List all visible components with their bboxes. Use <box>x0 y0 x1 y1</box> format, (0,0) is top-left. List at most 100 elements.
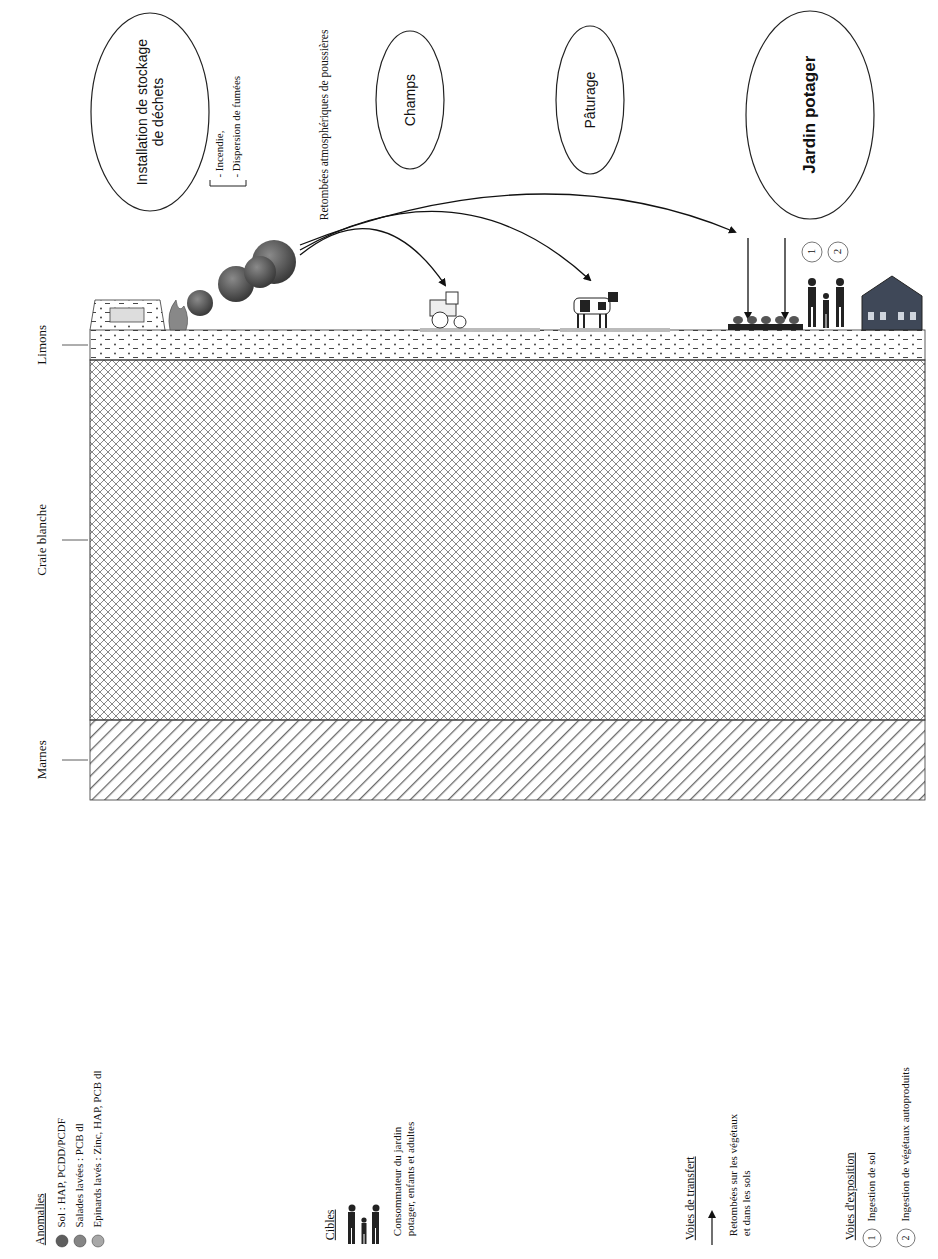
people <box>836 287 844 307</box>
layer-name: Marnes <box>34 725 50 795</box>
fallout-arrows <box>784 238 785 318</box>
fallout-arrows <box>300 194 785 318</box>
legend-heading: Voies d'exposition <box>843 1110 857 1240</box>
vegetables <box>761 316 771 324</box>
callout-number: 2 <box>900 1229 912 1247</box>
target-icon <box>365 1234 367 1244</box>
ground-layers <box>90 330 925 360</box>
bracket <box>210 180 246 186</box>
legend-circles <box>863 1229 881 1247</box>
waste-site <box>110 308 144 322</box>
ground-layers <box>560 328 670 332</box>
legend-swatch <box>56 1235 68 1247</box>
tractor <box>432 312 448 328</box>
vegetables <box>747 316 757 324</box>
legend-text: Sol : HAP, PCDD/PCDF <box>55 1058 68 1228</box>
people <box>813 307 816 327</box>
target-icon <box>372 1212 379 1228</box>
ground-layers <box>90 300 165 330</box>
oval-shape <box>91 13 209 211</box>
legend-swatch <box>92 1235 104 1247</box>
zone-oval: Jardin potager <box>745 10 875 220</box>
cow <box>608 292 618 302</box>
people <box>823 314 826 328</box>
target-icon <box>352 1228 355 1244</box>
vegetables <box>789 316 799 324</box>
oval-shape <box>746 11 874 219</box>
people <box>836 278 844 286</box>
target-icon <box>373 1205 380 1212</box>
legend-text: Ingestion de sol <box>865 1122 878 1222</box>
legend-text: Epinards lavés : Zinc, HAP, PCB dl <box>91 1042 104 1228</box>
people <box>823 300 829 314</box>
target-icon <box>348 1228 351 1244</box>
target-icon <box>372 1228 375 1244</box>
legend-heading: Cibles <box>323 1140 337 1240</box>
zone-title: Champs <box>402 50 418 150</box>
zone-title: Pâturage <box>582 45 598 155</box>
cow <box>574 298 610 314</box>
ground-layers <box>62 540 88 541</box>
transfer-arrow-icon <box>712 1212 713 1245</box>
vegetables <box>733 316 799 324</box>
circled-numbers <box>802 242 848 262</box>
legend-text: Salades lavées : PCB dl <box>73 1058 86 1228</box>
legend-swatch <box>74 1235 86 1247</box>
cow <box>578 314 606 328</box>
waste-site <box>169 300 188 330</box>
oval-shape <box>376 31 444 169</box>
house <box>868 312 916 320</box>
legend-circles <box>897 1229 915 1247</box>
legend-heading: Voies de transfert <box>683 1110 697 1240</box>
people <box>808 278 844 328</box>
people <box>808 278 816 286</box>
target-icon <box>376 1228 379 1244</box>
people <box>823 293 829 299</box>
people <box>808 287 816 307</box>
legend-heading: Anomalies <box>33 1155 47 1245</box>
cow <box>580 300 606 312</box>
tractor <box>454 316 466 328</box>
target-icon <box>361 1217 366 1222</box>
oval-shape <box>556 26 624 174</box>
fallout-arrows <box>300 211 590 280</box>
transfer-arrow-icon <box>711 1212 712 1245</box>
ground-layers <box>90 360 925 720</box>
hazard-item: - Dispersion de fumées <box>230 48 243 178</box>
waste-site <box>244 256 276 288</box>
ground-layers <box>420 328 540 332</box>
callout-number: 1 <box>866 1229 878 1247</box>
legend-text: Consommateur du jardin potager, enfants … <box>391 1108 417 1236</box>
ground-layers <box>728 324 803 330</box>
ground-layers <box>62 345 88 346</box>
target-icon <box>362 1234 364 1244</box>
people <box>836 307 839 327</box>
zone-oval: Installation de stockage de déchets <box>90 12 210 212</box>
zone-title: Installation de stockage de déchets <box>134 32 166 192</box>
people <box>808 307 811 327</box>
bracket <box>210 180 246 186</box>
target-icon <box>362 1223 367 1234</box>
ground-layers <box>62 300 925 800</box>
layer-name: Craie blanche <box>34 485 50 595</box>
tractor <box>430 292 466 328</box>
zone-oval: Pâturage <box>555 25 625 175</box>
legend-circles <box>863 1229 915 1247</box>
legend-text: Ingestion de végétaux autoproduits <box>899 1028 912 1222</box>
target-icon <box>348 1212 355 1228</box>
vegetables <box>733 316 743 324</box>
people <box>827 314 830 328</box>
house <box>862 276 922 330</box>
zone-oval: Champs <box>375 30 445 170</box>
ground-layers <box>62 760 88 761</box>
callout-number: 1 <box>805 242 818 262</box>
ground-layers <box>90 720 925 800</box>
fallout-arrows <box>747 238 748 318</box>
house <box>862 276 922 330</box>
tractor <box>446 292 458 304</box>
fallout-arrows <box>300 194 735 245</box>
circled-numbers <box>828 242 848 262</box>
transfer-label: Retombées atmosphériques de poussières <box>318 25 332 225</box>
legend-text: Retombées sur les végétaux et dans les s… <box>727 1108 753 1236</box>
